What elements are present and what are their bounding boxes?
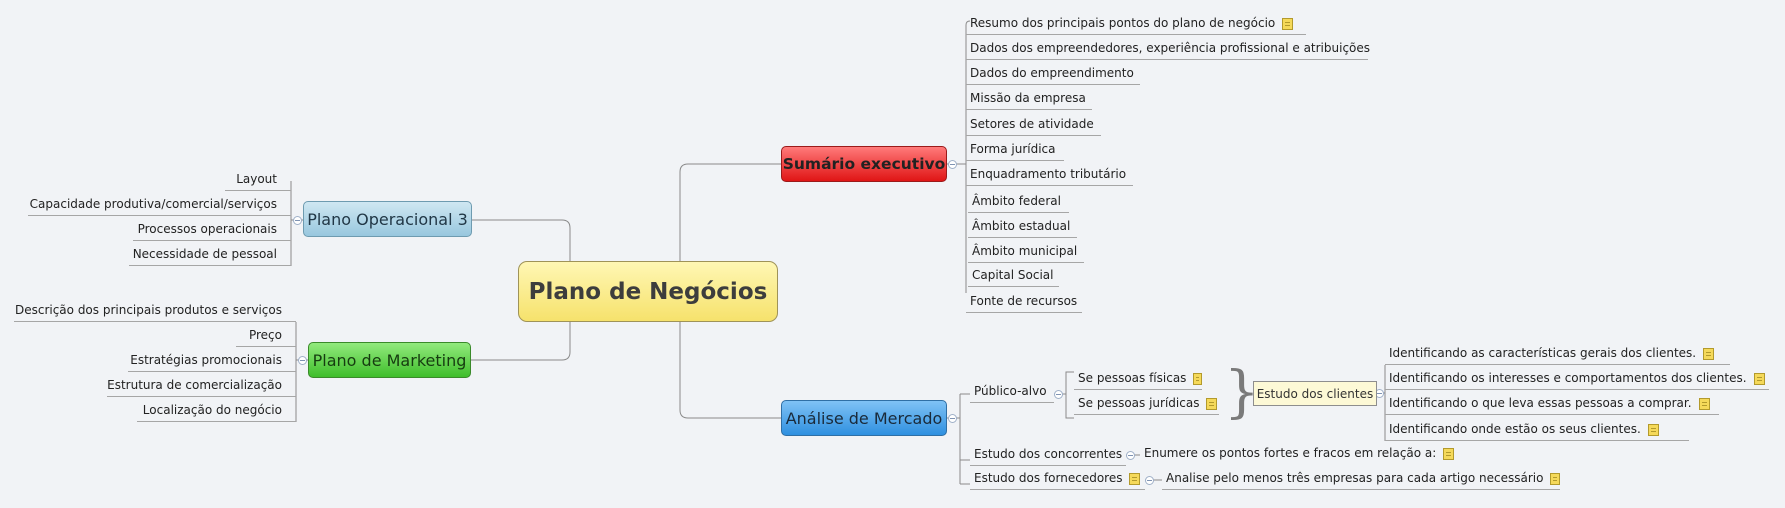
note-icon[interactable] — [1129, 473, 1141, 485]
subtopic-label: Capital Social — [972, 268, 1054, 282]
subtopic-concorrentes-note[interactable]: Enumere os pontos fortes e fracos em rel… — [1140, 444, 1457, 464]
subtopic-label: Âmbito municipal — [972, 244, 1078, 258]
subtopic-label: Missão da empresa — [970, 91, 1086, 105]
topic-plano-operacional[interactable]: Plano Operacional 3 — [303, 201, 472, 237]
subtopic-label: Âmbito federal — [972, 194, 1061, 208]
subtopic-label: Âmbito estadual — [972, 219, 1071, 233]
subtopic-label: Se pessoas físicas — [1078, 371, 1187, 385]
subtopic-label: Resumo dos principais pontos do plano de… — [970, 16, 1276, 30]
subtopic-label: Se pessoas jurídicas — [1078, 396, 1200, 410]
subtopic-label: Identificando os interesses e comportame… — [1389, 371, 1747, 385]
subtopic-label: Processos operacionais — [137, 222, 277, 236]
subtopic-dados-empreendimento[interactable]: Dados do empreendimento — [966, 65, 1140, 85]
subtopic-label: Enquadramento tributário — [970, 167, 1127, 181]
subtopic-missao[interactable]: Missão da empresa — [966, 90, 1092, 110]
collapse-toggle-icon[interactable] — [948, 160, 957, 169]
note-icon[interactable] — [1703, 348, 1715, 360]
subtopic-preco[interactable]: Preço — [236, 327, 296, 347]
subtopic-label: Preço — [248, 328, 282, 342]
note-icon[interactable] — [1698, 398, 1710, 410]
collapse-toggle-icon[interactable] — [1054, 390, 1063, 399]
note-icon[interactable] — [1282, 18, 1294, 30]
subtopic-label: Capacidade produtiva/comercial/serviços — [29, 197, 277, 211]
subtopic-label: Dados do empreendimento — [970, 66, 1134, 80]
note-icon[interactable] — [1753, 373, 1765, 385]
subtopic-label: Estudo dos concorrentes — [974, 447, 1123, 461]
subtopic-fornecedores-note[interactable]: Analise pelo menos três empresas para ca… — [1162, 470, 1560, 490]
subtopic-pessoas-fisicas[interactable]: Se pessoas físicas — [1074, 370, 1202, 390]
subtopic-caracteristicas[interactable]: Identificando as características gerais … — [1385, 345, 1730, 365]
subtopic-label: Dados dos empreendedores, experiência pr… — [970, 41, 1371, 55]
subtopic-necessidade-pessoal[interactable]: Necessidade de pessoal — [129, 246, 291, 266]
subtopic-label: Descrição dos principais produtos e serv… — [14, 303, 282, 317]
subtopic-estrutura-comercializacao[interactable]: Estrutura de comercialização — [107, 377, 296, 397]
topic-sumario-executivo[interactable]: Sumário executivo — [781, 146, 947, 182]
note-icon[interactable] — [1206, 398, 1218, 410]
subtopic-ambito-federal[interactable]: Âmbito federal — [968, 193, 1069, 213]
subtopic-fonte-recursos[interactable]: Fonte de recursos — [966, 293, 1082, 313]
subtopic-label: Identificando o que leva essas pessoas a… — [1389, 396, 1692, 410]
topic-plano-de-marketing[interactable]: Plano de Marketing — [308, 342, 471, 378]
central-topic[interactable]: Plano de Negócios — [518, 261, 778, 322]
subtopic-ambito-municipal[interactable]: Âmbito municipal — [968, 243, 1084, 263]
subtopic-enquadramento[interactable]: Enquadramento tributário — [966, 166, 1133, 186]
subtopic-capacidade-produtiva[interactable]: Capacidade produtiva/comercial/serviços — [28, 196, 291, 216]
subtopic-descricao-produtos[interactable]: Descrição dos principais produtos e serv… — [14, 302, 296, 322]
subtopic-label: Necessidade de pessoal — [132, 247, 277, 261]
boundary-brace: } — [1224, 360, 1260, 425]
subtopic-localizacao-negocio[interactable]: Localização do negócio — [137, 402, 296, 422]
note-icon[interactable] — [1443, 448, 1455, 460]
collapse-toggle-icon[interactable] — [1126, 451, 1135, 460]
subtopic-processos-operacionais[interactable]: Processos operacionais — [133, 221, 291, 241]
collapse-toggle-icon[interactable] — [293, 216, 302, 225]
note-icon[interactable] — [1550, 473, 1560, 485]
subtopic-label: Localização do negócio — [142, 403, 282, 417]
subtopic-resumo[interactable]: Resumo dos principais pontos do plano de… — [966, 15, 1306, 35]
subtopic-concorrentes[interactable]: Estudo dos concorrentes — [970, 446, 1126, 466]
subtopic-setores[interactable]: Setores de atividade — [966, 116, 1101, 136]
subtopic-fornecedores[interactable]: Estudo dos fornecedores — [970, 470, 1145, 490]
summary-estudo-clientes[interactable]: Estudo dos clientes — [1253, 381, 1377, 406]
collapse-toggle-icon[interactable] — [1145, 476, 1154, 485]
collapse-toggle-icon[interactable] — [298, 356, 307, 365]
subtopic-forma-juridica[interactable]: Forma jurídica — [966, 141, 1064, 161]
note-icon[interactable] — [1193, 373, 1202, 385]
subtopic-label: Setores de atividade — [970, 117, 1094, 131]
subtopic-label: Estratégias promocionais — [130, 353, 282, 367]
subtopic-interesses[interactable]: Identificando os interesses e comportame… — [1385, 370, 1769, 390]
subtopic-label: Identificando onde estão os seus cliente… — [1389, 422, 1641, 436]
subtopic-onde-estao[interactable]: Identificando onde estão os seus cliente… — [1385, 421, 1689, 441]
subtopic-label: Público-alvo — [974, 384, 1047, 398]
subtopic-publico-alvo[interactable]: Público-alvo — [970, 383, 1054, 403]
subtopic-o-que-leva[interactable]: Identificando o que leva essas pessoas a… — [1385, 395, 1719, 415]
subtopic-layout[interactable]: Layout — [225, 171, 291, 191]
subtopic-capital-social[interactable]: Capital Social — [968, 267, 1059, 287]
subtopic-label: Estrutura de comercialização — [107, 378, 282, 392]
subtopic-dados-empreendedores[interactable]: Dados dos empreendedores, experiência pr… — [966, 40, 1371, 60]
subtopic-label: Identificando as características gerais … — [1389, 346, 1697, 360]
subtopic-label: Forma jurídica — [970, 142, 1056, 156]
subtopic-pessoas-juridicas[interactable]: Se pessoas jurídicas — [1074, 395, 1219, 415]
subtopic-label: Fonte de recursos — [970, 294, 1078, 308]
subtopic-label: Layout — [236, 172, 277, 186]
topic-analise-de-mercado[interactable]: Análise de Mercado — [781, 400, 947, 436]
subtopic-ambito-estadual[interactable]: Âmbito estadual — [968, 218, 1077, 238]
subtopic-estrategias-promocionais[interactable]: Estratégias promocionais — [128, 352, 296, 372]
subtopic-label: Estudo dos fornecedores — [974, 471, 1123, 485]
subtopic-label: Enumere os pontos fortes e fracos em rel… — [1144, 446, 1437, 460]
note-icon[interactable] — [1647, 424, 1659, 436]
collapse-toggle-icon[interactable] — [948, 414, 957, 423]
subtopic-label: Analise pelo menos três empresas para ca… — [1166, 471, 1544, 485]
